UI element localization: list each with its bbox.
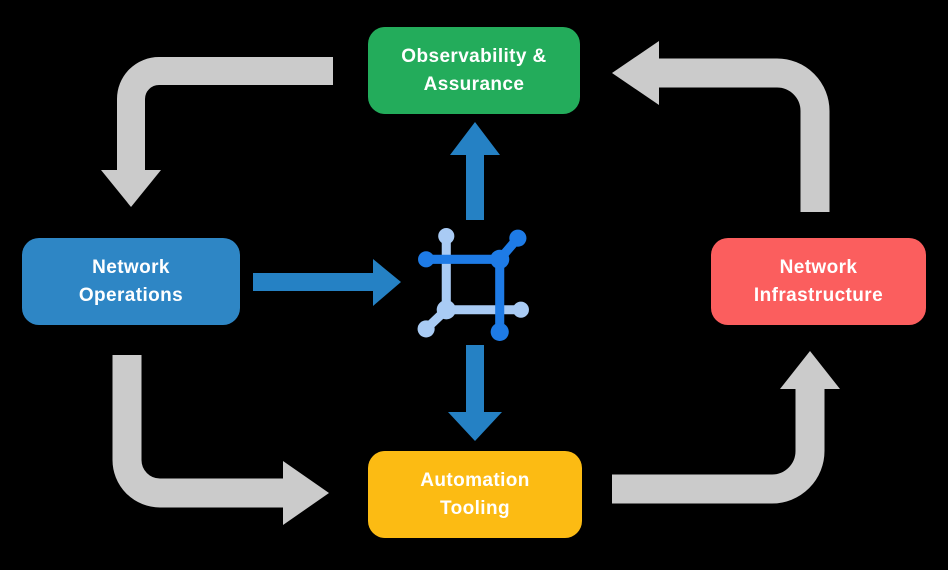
node-network-infrastructure-label: Network Infrastructure (753, 256, 884, 306)
node-network-operations: Network Operations (22, 238, 240, 325)
cycle-arrow-bottom-right (612, 351, 840, 504)
node-automation-tooling-label: Automation Tooling (420, 469, 530, 519)
node-network-operations-label: Network Operations (78, 256, 184, 306)
cycle-arrow-top-left (101, 57, 333, 207)
flow-arrow-right (253, 259, 401, 306)
node-observability-assurance-label: Observability & Assurance (401, 45, 547, 95)
node-network-infrastructure: Network Infrastructure (711, 238, 926, 325)
cycle-arrow-top-right (612, 41, 830, 212)
flow-arrow-up (450, 122, 500, 220)
cycle-arrow-bottom-left (112, 355, 329, 525)
node-automation-tooling: Automation Tooling (368, 451, 582, 538)
flow-arrow-down (448, 345, 502, 441)
hub-dark-branch (418, 229, 527, 341)
hub-light-branch (417, 228, 529, 338)
network-hub-icon (417, 228, 529, 341)
node-observability-assurance: Observability & Assurance (368, 27, 580, 114)
